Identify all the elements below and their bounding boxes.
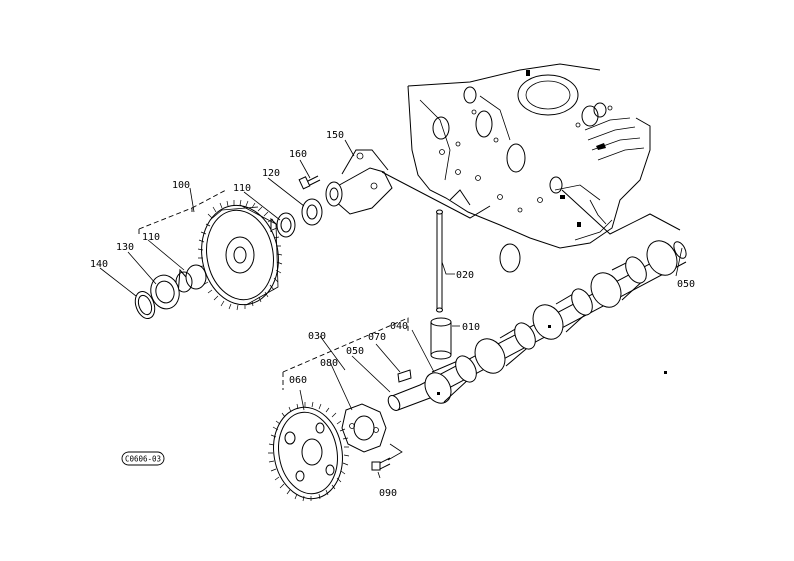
bushing-110-upper [270,212,296,238]
thrust-plate-080 [341,403,387,453]
cam-gear [273,406,343,500]
bushing-110-lower [175,264,207,296]
push-rod [436,209,443,313]
bracket-100-mid [191,189,227,209]
label-010: 010 [462,322,480,333]
label-080: 080 [320,358,338,369]
tappet [430,317,452,360]
label-030: 030 [308,331,326,342]
label-050-end: 050 [677,279,695,290]
drawing-code: C0606-03 [125,455,161,464]
leader-050-block [561,189,681,235]
bracket-030-top [282,317,409,373]
label-060: 060 [289,375,307,386]
idle-gear [201,204,279,306]
label-050-cam: 050 [346,346,364,357]
label-070: 070 [368,332,386,343]
label-140: 140 [90,259,108,270]
leader-150-block [381,171,491,219]
leader-lines [99,139,683,479]
bolt-090 [371,457,391,471]
camshaft [387,240,687,411]
bracket-100-left [138,207,193,230]
engine-block [407,63,651,273]
circlip-140 [134,290,156,320]
thrust-washer-120 [301,198,323,226]
label-130: 130 [116,242,134,253]
label-020: 020 [456,270,474,281]
label-160: 160 [289,149,307,160]
thrust-collar-130 [150,274,180,310]
key-070 [397,369,412,383]
label-100: 100 [172,180,190,191]
label-040: 040 [390,321,408,332]
label-120: 120 [262,168,280,179]
idle-gear-shaft [325,149,393,215]
bolt-160 [298,175,321,190]
bracket-090 [387,443,403,461]
label-110-lower: 110 [142,232,160,243]
label-090: 090 [379,488,397,499]
label-150: 150 [326,130,344,141]
drawing-code-badge: C0606-03 [121,451,165,466]
idle-gear-teeth [197,199,283,311]
label-110-upper: 110 [233,183,251,194]
